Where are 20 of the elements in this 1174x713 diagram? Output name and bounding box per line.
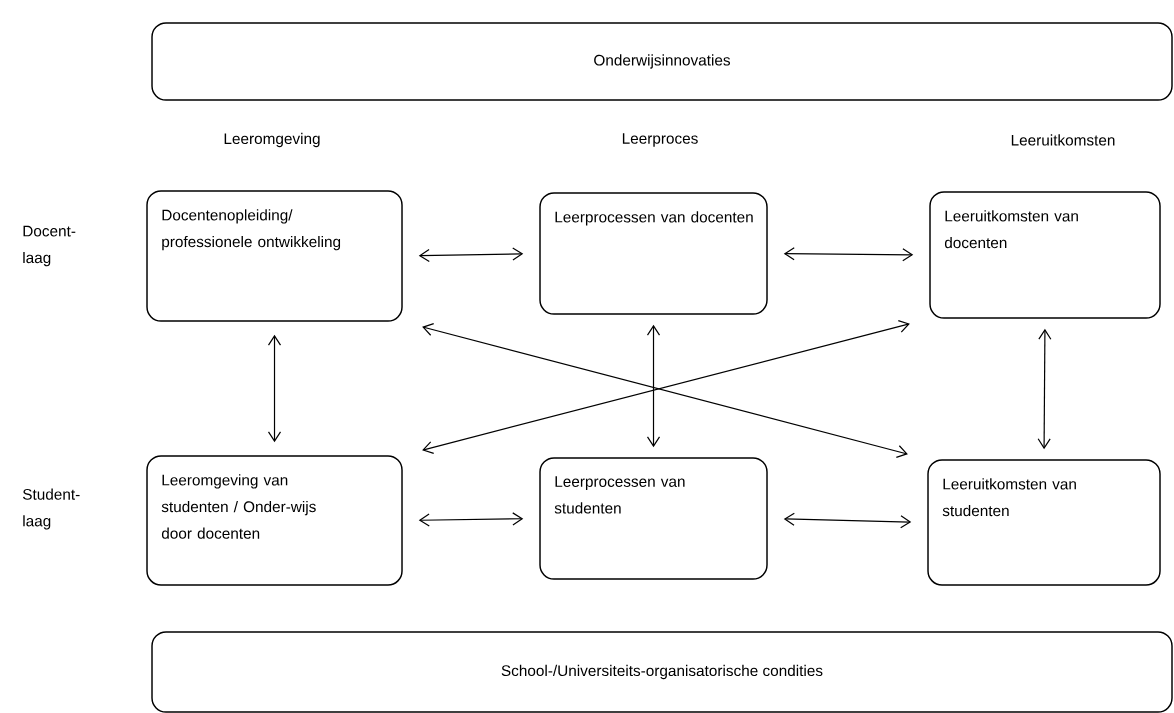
double-arrow: [267, 334, 282, 443]
band-box: Onderwijsinnovaties: [151, 22, 1173, 101]
double-arrow: [783, 512, 912, 529]
column-heading: Leeruitkomsten: [1011, 134, 1115, 146]
process-box: Leeruitkomsten van studenten: [927, 459, 1161, 586]
process-box: Leeromgeving van studenten / Onder-wijs door docenten: [146, 455, 403, 586]
band-box: School-/Universiteits-organisatorische condities: [151, 631, 1173, 713]
double-arrow: [418, 247, 524, 263]
process-box: Leerprocessen van studenten: [539, 457, 768, 580]
double-arrow: [418, 512, 524, 527]
layer-label: Docent-laag: [23, 225, 76, 267]
double-arrow: [1037, 328, 1052, 450]
double-arrow: [783, 247, 914, 262]
column-heading: Leerproces: [622, 133, 698, 147]
column-heading: Leeromgeving: [224, 132, 320, 148]
layer-label: Student-laag: [22, 488, 80, 530]
process-box: Leerprocessen van docenten: [539, 192, 768, 315]
process-box: Docentenopleiding/ professionele ontwikkeling: [146, 190, 403, 322]
process-box: Leeruitkomsten van docenten: [929, 191, 1161, 319]
double-arrow: [646, 324, 661, 448]
